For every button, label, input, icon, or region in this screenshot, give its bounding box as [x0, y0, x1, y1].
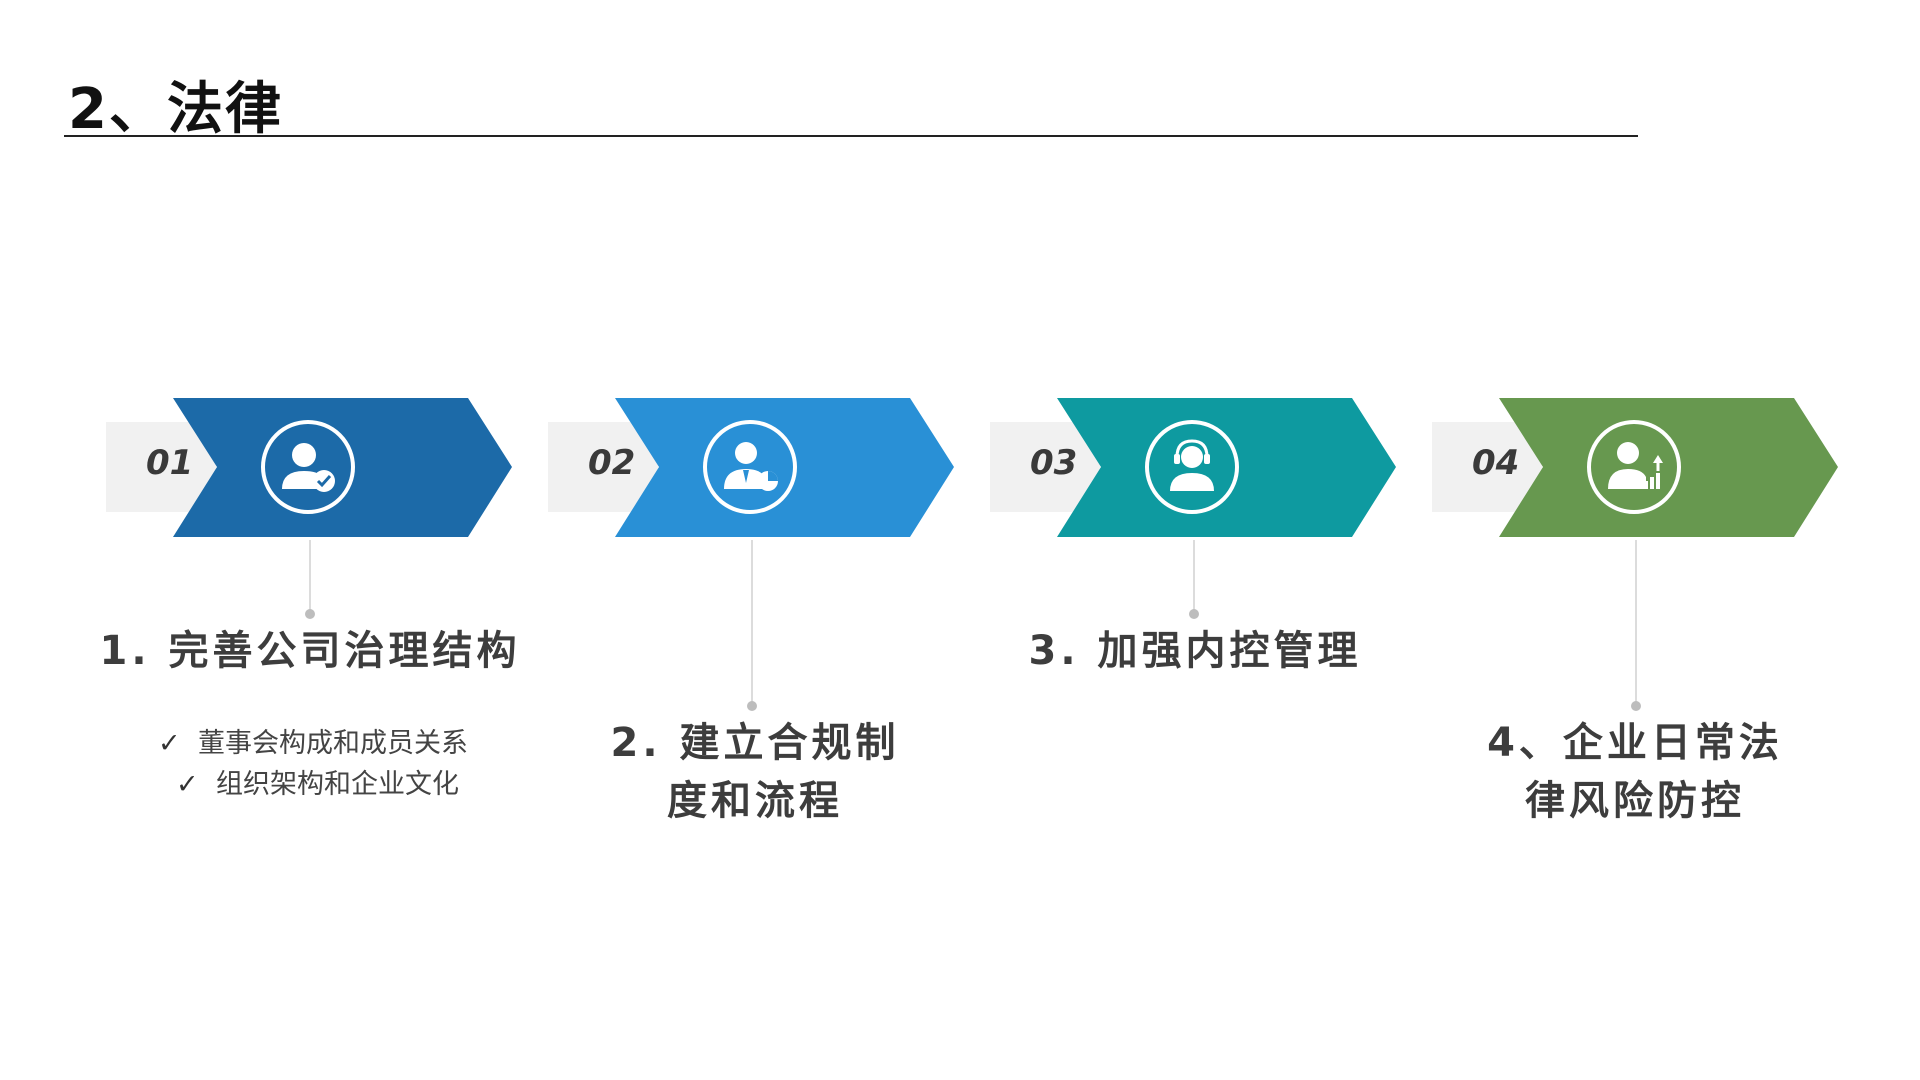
step-2-tab — [548, 422, 658, 512]
businessman-chart-icon — [703, 420, 797, 514]
step-4-heading-line-2: 律风险防控 — [1525, 778, 1745, 824]
step-4-connector-dot — [1631, 701, 1641, 711]
step-1-item-2-text: 组织架构和企业文化 — [216, 769, 459, 800]
step-1-item-2: ✓ 组织架构和企业文化 — [158, 764, 468, 805]
check-icon: ✓ — [158, 728, 181, 759]
step-1-item-1: ✓ 董事会构成和成员关系 — [158, 723, 468, 764]
check-icon: ✓ — [176, 769, 199, 800]
step-1-heading-line-1: 1. 完善公司治理结构 — [99, 628, 521, 674]
step-2: 02 — [548, 395, 958, 540]
step-4-number: 04 — [1472, 443, 1520, 483]
step-2-heading: 2. 建立合规制 度和流程 — [560, 714, 950, 830]
step-1-arrow — [173, 398, 512, 537]
step-3-arrow — [1057, 398, 1396, 537]
step-2-arrow — [615, 398, 954, 537]
step-1-number: 01 — [146, 443, 194, 483]
step-1-chevron — [106, 398, 512, 537]
step-4-heading: 4、企业日常法 律风险防控 — [1440, 714, 1830, 830]
page-title: 2、法律 — [68, 77, 283, 142]
step-3-heading: 3. 加强内控管理 — [995, 622, 1395, 680]
step-4-arrow — [1499, 398, 1838, 537]
step-2-connector — [751, 540, 753, 704]
step-1: 01 — [106, 395, 516, 540]
step-2-number: 02 — [588, 443, 636, 483]
step-1-item-1-text: 董事会构成和成员关系 — [198, 728, 468, 759]
step-3-number: 03 — [1030, 443, 1078, 483]
step-3-connector-dot — [1189, 609, 1199, 619]
step-3-heading-line-1: 3. 加强内控管理 — [1028, 628, 1362, 674]
step-4: 04 — [1432, 395, 1842, 540]
user-check-icon — [261, 420, 355, 514]
user-growth-icon — [1587, 420, 1681, 514]
step-1-heading: 1. 完善公司治理结构 — [85, 622, 535, 680]
step-4-chevron — [1432, 398, 1838, 537]
step-4-heading-line-1: 4、企业日常法 — [1487, 720, 1783, 766]
step-4-connector — [1635, 540, 1637, 704]
step-2-connector-dot — [747, 701, 757, 711]
step-1-connector — [309, 540, 311, 612]
step-2-heading-line-2: 度和流程 — [667, 778, 843, 824]
step-2-heading-line-1: 2. 建立合规制 — [610, 720, 900, 766]
step-3-chevron — [990, 398, 1396, 537]
step-3: 03 — [990, 395, 1400, 540]
step-3-tab — [990, 422, 1100, 512]
step-3-connector — [1193, 540, 1195, 612]
step-1-items: ✓ 董事会构成和成员关系 ✓ 组织架构和企业文化 — [158, 723, 468, 805]
step-4-tab — [1432, 422, 1542, 512]
step-1-connector-dot — [305, 609, 315, 619]
step-2-chevron — [548, 398, 954, 537]
headset-user-icon — [1145, 420, 1239, 514]
step-1-tab — [106, 422, 216, 512]
title-underline — [64, 135, 1638, 137]
